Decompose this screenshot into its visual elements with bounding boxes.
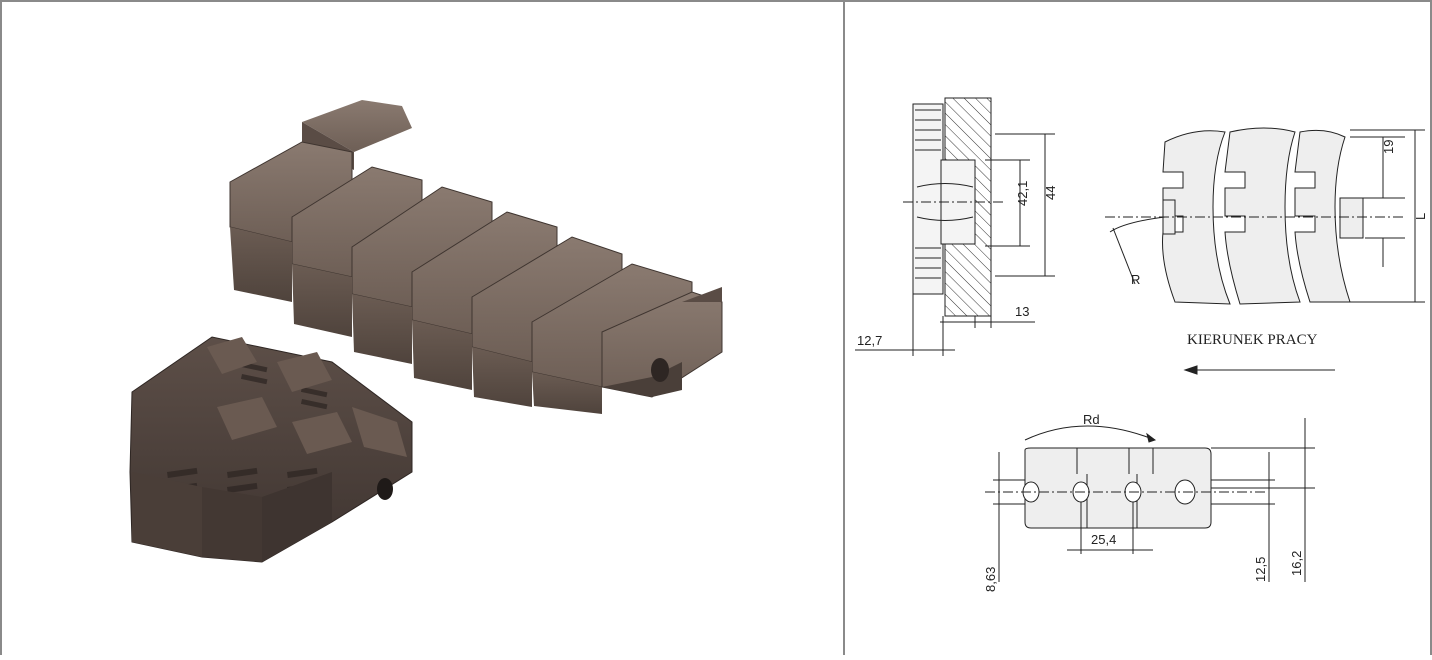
dim-12-5-label: 12,5 — [1253, 557, 1268, 582]
technical-drawing: 42,1 44 13 12,7 19 L R Rd 25,4 8,63 12,5… — [855, 97, 1428, 592]
bottom-chain — [129, 336, 413, 563]
section-view — [855, 97, 1055, 356]
dim-l-label: L — [1413, 213, 1428, 220]
dim-8-63-label: 8,63 — [983, 567, 998, 592]
side-view — [985, 418, 1315, 582]
radius-r-label: R — [1131, 272, 1140, 287]
product-photo-panel — [2, 2, 843, 655]
dim-25-4-label: 25,4 — [1091, 532, 1116, 547]
dim-19-label: 19 — [1381, 140, 1396, 154]
chain-product-illustration — [129, 100, 723, 563]
direction-arrow-head — [1183, 365, 1198, 375]
dim-13-label: 13 — [1015, 304, 1029, 319]
radius-rd-label: Rd — [1083, 412, 1100, 427]
dim-42-1-label: 42,1 — [1015, 181, 1030, 206]
top-view — [1105, 127, 1425, 305]
technical-drawing-panel: 42,1 44 13 12,7 19 L R Rd 25,4 8,63 12,5… — [845, 2, 1430, 655]
dim-12-7-label: 12,7 — [857, 333, 882, 348]
dim-44-label: 44 — [1043, 186, 1058, 200]
panel-divider — [843, 0, 845, 655]
dim-16-2-label: 16,2 — [1289, 551, 1304, 576]
direction-label: KIERUNEK PRACY — [1187, 332, 1318, 348]
top-chain — [229, 100, 723, 414]
